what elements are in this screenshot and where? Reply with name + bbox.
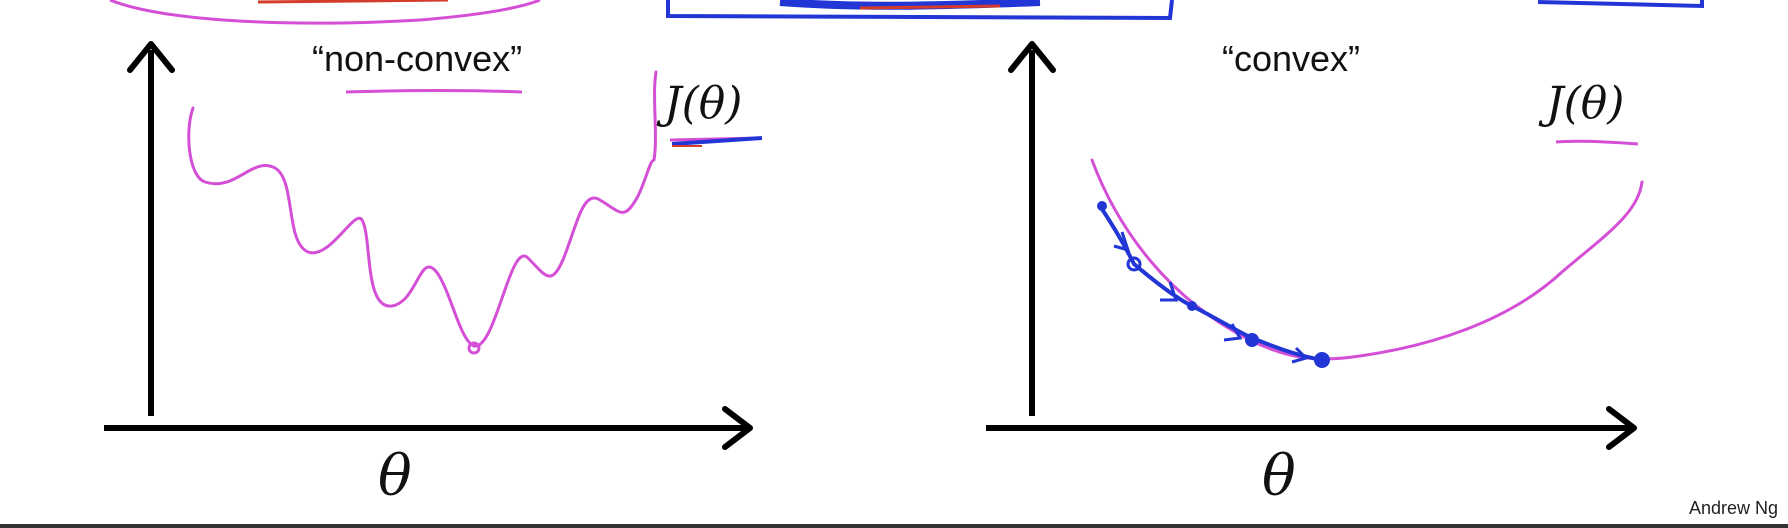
right-y-axis	[1008, 41, 1056, 416]
right-x-axis	[986, 406, 1637, 450]
right-x-axis-label: θ	[1262, 444, 1296, 509]
nonconvex-curve	[187, 70, 658, 348]
left-title-underline	[345, 89, 523, 94]
arrow-right-icon	[1606, 406, 1637, 450]
top-scribbles	[109, 0, 1704, 25]
left-panel-title: “non-convex”	[312, 38, 523, 79]
arrow-right-icon	[722, 406, 753, 450]
left-panel	[104, 41, 763, 450]
local-minimum-marker	[467, 341, 481, 355]
step-arrow-icon	[1113, 231, 1131, 253]
convex-curve	[1090, 158, 1644, 361]
right-panel-title: “convex”	[1222, 38, 1361, 79]
left-x-axis-label: θ	[378, 444, 412, 509]
gradient-descent-path	[1097, 201, 1330, 368]
right-function-label: J(θ)	[1546, 78, 1625, 129]
arrow-up-icon	[1008, 41, 1056, 73]
step-marker	[1126, 256, 1142, 272]
left-j-underline-blue	[671, 136, 763, 146]
step-arrow-icon	[1223, 323, 1243, 342]
left-y-axis	[127, 41, 175, 416]
step-arrow-icon	[1291, 346, 1309, 364]
right-j-underline	[1555, 139, 1639, 146]
right-panel	[986, 41, 1644, 450]
step-marker	[1314, 352, 1330, 368]
bottom-divider	[0, 524, 1788, 528]
step-marker	[1245, 333, 1259, 347]
left-function-label: J(θ)	[664, 78, 743, 129]
step-marker	[1097, 201, 1107, 211]
author-credit: Andrew Ng	[1688, 498, 1778, 518]
step-arrow-icon	[1160, 281, 1179, 302]
left-x-axis	[104, 406, 753, 450]
arrow-up-icon	[127, 41, 175, 73]
step-marker	[1187, 301, 1197, 311]
